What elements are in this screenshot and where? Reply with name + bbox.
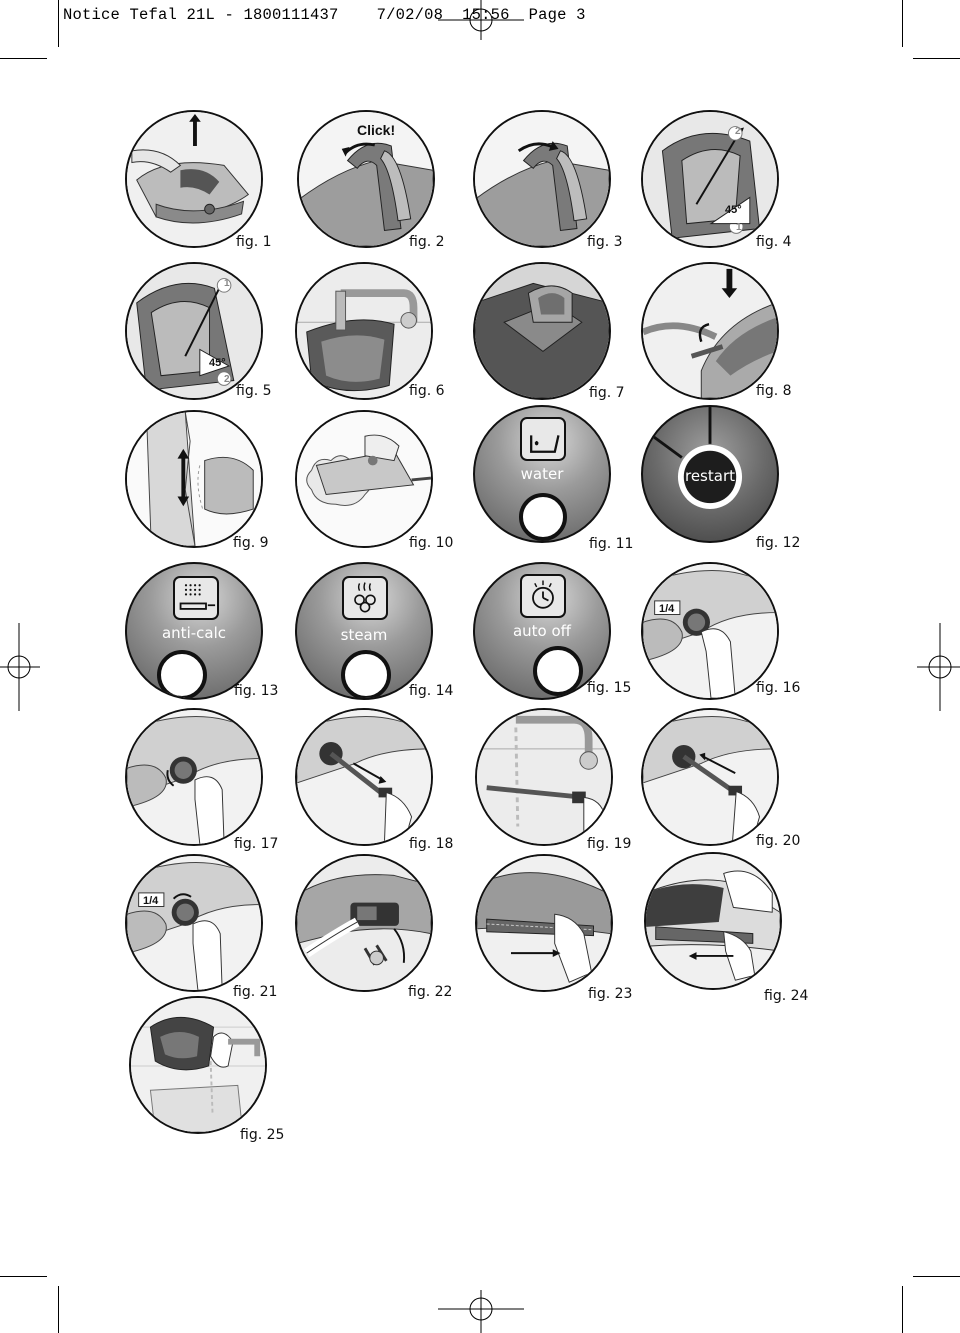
figure-23-illustration xyxy=(475,854,613,992)
figure-2-illustration: Click! xyxy=(297,110,435,248)
figure-10-illustration xyxy=(295,410,433,548)
figure-16-illustration: 1/4 xyxy=(641,562,779,700)
water-indicator-light xyxy=(519,493,567,541)
figure-12-caption: fig. 12 xyxy=(756,535,801,551)
header-date: 7/02/08 xyxy=(376,6,444,24)
figure-5-caption: fig. 5 xyxy=(236,383,272,399)
figure-7-caption: fig. 7 xyxy=(589,385,625,401)
header-page: Page 3 xyxy=(528,6,586,24)
figure-15-illustration: auto off xyxy=(473,562,611,700)
figure-18-caption: fig. 18 xyxy=(409,836,454,852)
figure-25-illustration xyxy=(129,996,267,1134)
restart-button-label: restart xyxy=(684,467,735,485)
figure-8-illustration xyxy=(641,262,779,400)
figure-19-caption: fig. 19 xyxy=(587,836,632,852)
figure-24-illustration xyxy=(644,852,782,990)
figure-4-angle-label: 45° xyxy=(725,204,742,216)
figure-6-caption: fig. 6 xyxy=(409,383,445,399)
figure-2-click-label: Click! xyxy=(357,122,396,138)
figure-11-water-label: water xyxy=(520,465,564,483)
figure-13-illustration: anti-calc xyxy=(125,562,263,700)
crop-mark-top-left-v xyxy=(58,0,59,47)
figure-22-caption: fig. 22 xyxy=(408,984,453,1000)
registration-mark-top xyxy=(438,0,524,40)
figure-1-caption: fig. 1 xyxy=(236,234,272,250)
figure-8-caption: fig. 8 xyxy=(756,383,792,399)
crop-mark-top-left-h xyxy=(0,58,47,59)
crop-mark-bottom-left-v xyxy=(58,1286,59,1333)
auto-off-clock-icon xyxy=(520,574,566,618)
steam-indicator-light xyxy=(341,650,391,698)
figure-7-illustration xyxy=(473,262,611,400)
figure-17-caption: fig. 17 xyxy=(234,836,279,852)
figure-9-illustration xyxy=(125,410,263,548)
figure-21-quarter-turn-label: 1/4 xyxy=(143,895,159,907)
registration-mark-left xyxy=(0,623,40,711)
figure-5-step-2: 2 xyxy=(224,374,230,385)
figure-15-auto-off-label: auto off xyxy=(512,622,572,640)
figure-19-illustration xyxy=(475,708,613,846)
steam-icon xyxy=(342,576,388,620)
figure-25-caption: fig. 25 xyxy=(240,1127,285,1143)
anti-calc-icon xyxy=(173,576,219,620)
figure-14-caption: fig. 14 xyxy=(409,683,454,699)
crop-mark-bottom-right-v xyxy=(902,1286,903,1333)
water-tank-icon xyxy=(520,417,566,461)
figure-9-caption: fig. 9 xyxy=(233,535,269,551)
figure-20-caption: fig. 20 xyxy=(756,833,801,849)
figure-10-caption: fig. 10 xyxy=(409,535,454,551)
registration-mark-right xyxy=(917,623,960,711)
figure-12-illustration: restart xyxy=(641,405,779,543)
crop-mark-bottom-right-h xyxy=(913,1276,960,1277)
figure-14-illustration: steam xyxy=(295,562,433,700)
registration-mark-bottom xyxy=(438,1290,524,1333)
figure-6-illustration xyxy=(295,262,433,400)
figure-11-illustration: water xyxy=(473,405,611,543)
figure-13-anti-calc-label: anti-calc xyxy=(161,624,226,642)
figure-4-illustration: 45° 2 1 xyxy=(641,110,779,248)
figure-13-caption: fig. 13 xyxy=(234,683,279,699)
anti-calc-indicator-light xyxy=(157,650,207,698)
figure-5-angle-label: 45° xyxy=(209,357,226,369)
figure-11-caption: fig. 11 xyxy=(589,536,634,552)
figure-4-step-2: 2 xyxy=(735,126,741,137)
figure-23-caption: fig. 23 xyxy=(588,986,633,1002)
figure-3-caption: fig. 3 xyxy=(587,234,623,250)
crop-mark-top-right-h xyxy=(913,58,960,59)
figure-21-caption: fig. 21 xyxy=(233,984,278,1000)
figure-2-caption: fig. 2 xyxy=(409,234,445,250)
figure-16-quarter-turn-label: 1/4 xyxy=(659,603,675,615)
header-title: Notice Tefal 21L - 1800111437 xyxy=(63,6,339,24)
figure-20-illustration xyxy=(641,708,779,846)
crop-mark-bottom-left-h xyxy=(0,1276,47,1277)
crop-mark-top-right-v xyxy=(902,0,903,47)
figure-4-caption: fig. 4 xyxy=(756,234,792,250)
figure-16-caption: fig. 16 xyxy=(756,680,801,696)
figure-21-illustration: 1/4 xyxy=(125,854,263,992)
figure-1-illustration xyxy=(125,110,263,248)
figure-24-caption: fig. 24 xyxy=(764,988,809,1004)
figure-18-illustration xyxy=(295,708,433,846)
figure-17-illustration xyxy=(125,708,263,846)
figure-22-illustration xyxy=(295,854,433,992)
figure-15-caption: fig. 15 xyxy=(587,680,632,696)
figure-14-steam-label: steam xyxy=(340,626,388,644)
figure-5-step-1: 1 xyxy=(224,278,230,289)
figure-4-step-1: 1 xyxy=(736,222,742,233)
figure-3-illustration xyxy=(473,110,611,248)
auto-off-indicator-light xyxy=(533,646,583,696)
figure-5-illustration: 45° 1 2 xyxy=(125,262,263,400)
